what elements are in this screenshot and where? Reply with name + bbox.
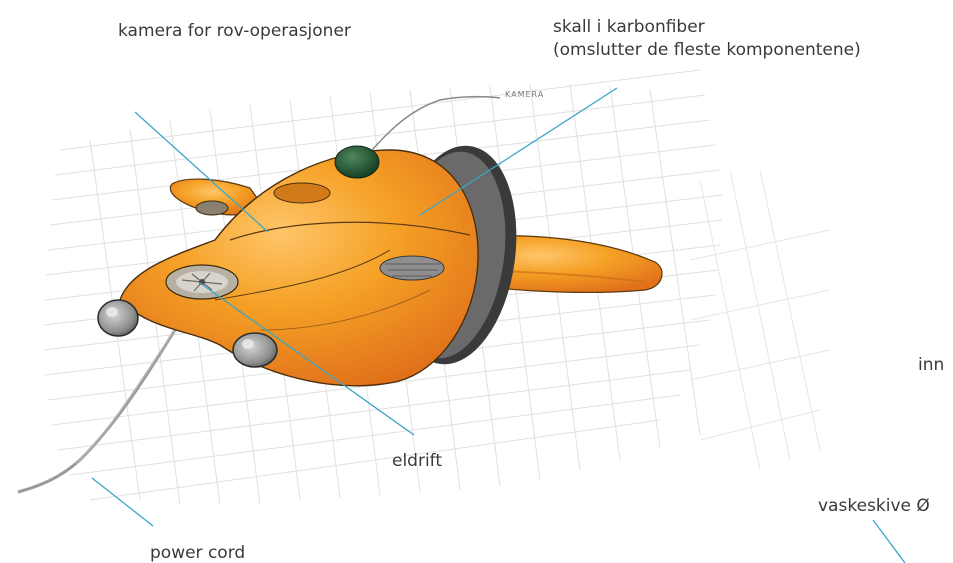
label-shell-description: (omslutter de fleste komponentene): [553, 39, 861, 62]
sketch-grid-right: [690, 170, 830, 470]
leader-cord: [92, 478, 153, 526]
label-shell-title: skall i karbonfiber: [553, 16, 705, 39]
top-thruster: [274, 183, 330, 203]
leader-camera: [135, 112, 268, 232]
sketch-note: KAMERA: [505, 90, 544, 100]
leader-washer: [873, 520, 905, 563]
camera-dome-icon: [335, 146, 379, 178]
front-light-left: [98, 300, 138, 336]
label-washer: vaskeskive Ø: [818, 495, 930, 518]
label-power-cord: power cord: [150, 542, 245, 563]
label-inn: inn: [918, 354, 944, 377]
front-light-bottom: [233, 333, 277, 367]
power-cord: [18, 325, 178, 492]
label-camera: kamera for rov-operasjoner: [118, 20, 351, 43]
label-motor: eldrift: [392, 450, 442, 473]
